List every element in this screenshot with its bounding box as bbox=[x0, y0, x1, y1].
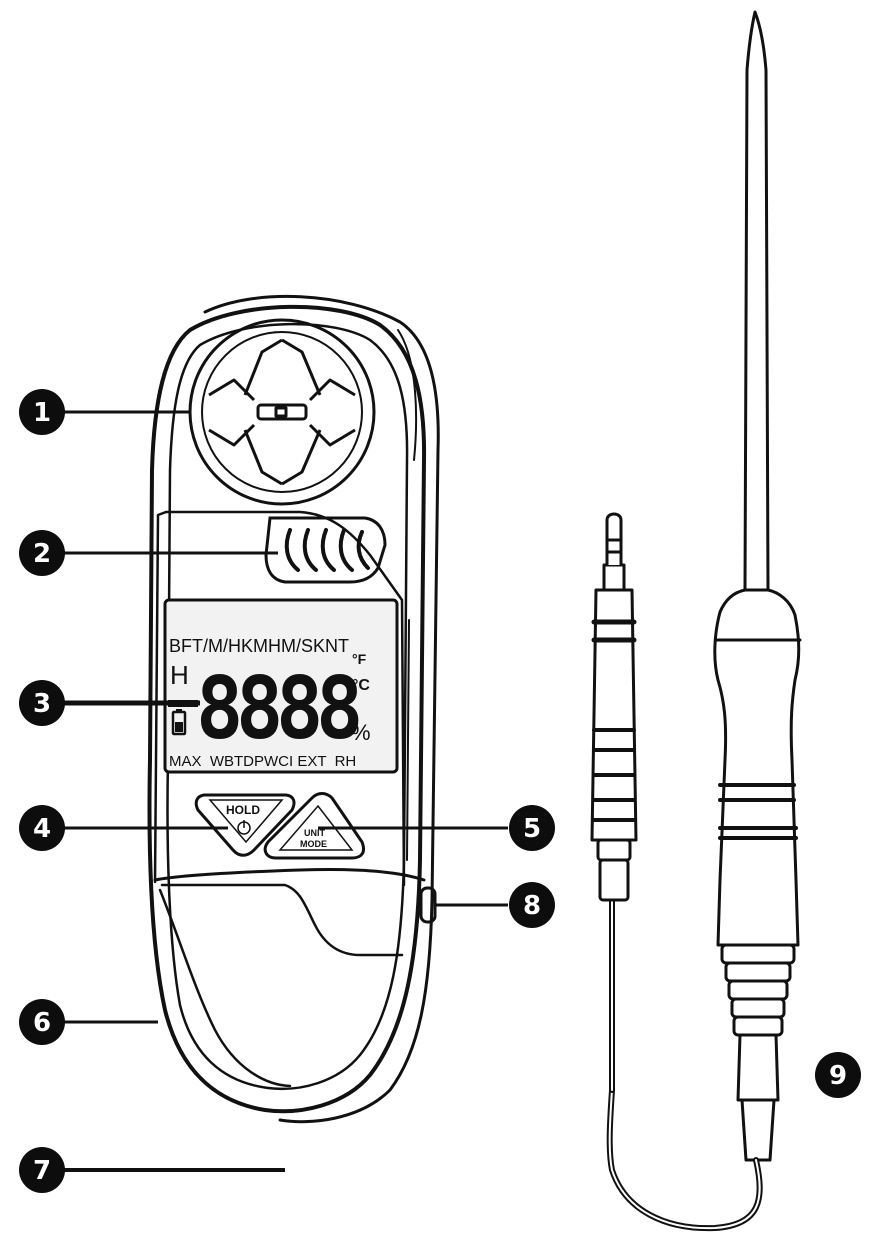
sensor-grille bbox=[264, 516, 387, 584]
svg-text:7: 7 bbox=[33, 1156, 51, 1186]
lcd-percent: % bbox=[351, 720, 371, 745]
lcd-bottom-labels: MAX WBTDPWCI EXT RH bbox=[169, 753, 356, 770]
callout-3: 3 bbox=[19, 680, 65, 726]
lcd-top-units: BFT/M/HKMHM/SKNT bbox=[169, 636, 349, 656]
hold-button-label: HOLD bbox=[226, 803, 260, 817]
lcd-digits: 8888 bbox=[196, 659, 359, 759]
lcd-hold-indicator: H bbox=[170, 660, 189, 690]
callout-2: 2 bbox=[19, 530, 65, 576]
svg-text:4: 4 bbox=[33, 814, 51, 844]
callout-4: 4 bbox=[19, 805, 65, 851]
callout-9: 9 bbox=[815, 1052, 861, 1098]
callout-1: 1 bbox=[19, 389, 65, 435]
callout-6: 6 bbox=[19, 999, 65, 1045]
svg-text:8: 8 bbox=[523, 891, 541, 921]
lcd-display: BFT/M/HKMHM/SKNT H 8888 °F °C % MAX WBTD… bbox=[163, 598, 399, 774]
leader-lines bbox=[64, 410, 508, 1172]
svg-text:6: 6 bbox=[33, 1008, 51, 1038]
callout-5: 5 bbox=[509, 805, 555, 851]
mode-button-label: MODE bbox=[300, 839, 327, 849]
hold-button[interactable]: HOLD bbox=[194, 793, 296, 857]
lcd-degree-c: °C bbox=[352, 677, 370, 694]
svg-text:1: 1 bbox=[33, 398, 51, 428]
svg-text:2: 2 bbox=[33, 539, 51, 569]
svg-text:9: 9 bbox=[829, 1061, 847, 1091]
device-body bbox=[147, 294, 440, 1124]
unit-mode-button[interactable]: UNIT MODE bbox=[263, 792, 366, 860]
lcd-degree-f: °F bbox=[352, 651, 367, 667]
callout-8: 8 bbox=[509, 882, 555, 928]
temperature-probe bbox=[590, 10, 802, 1232]
svg-text:3: 3 bbox=[33, 689, 51, 719]
unit-button-label: UNIT bbox=[304, 828, 325, 838]
vane-fan bbox=[188, 318, 376, 506]
svg-text:5: 5 bbox=[523, 814, 541, 844]
callout-7: 7 bbox=[19, 1147, 65, 1193]
